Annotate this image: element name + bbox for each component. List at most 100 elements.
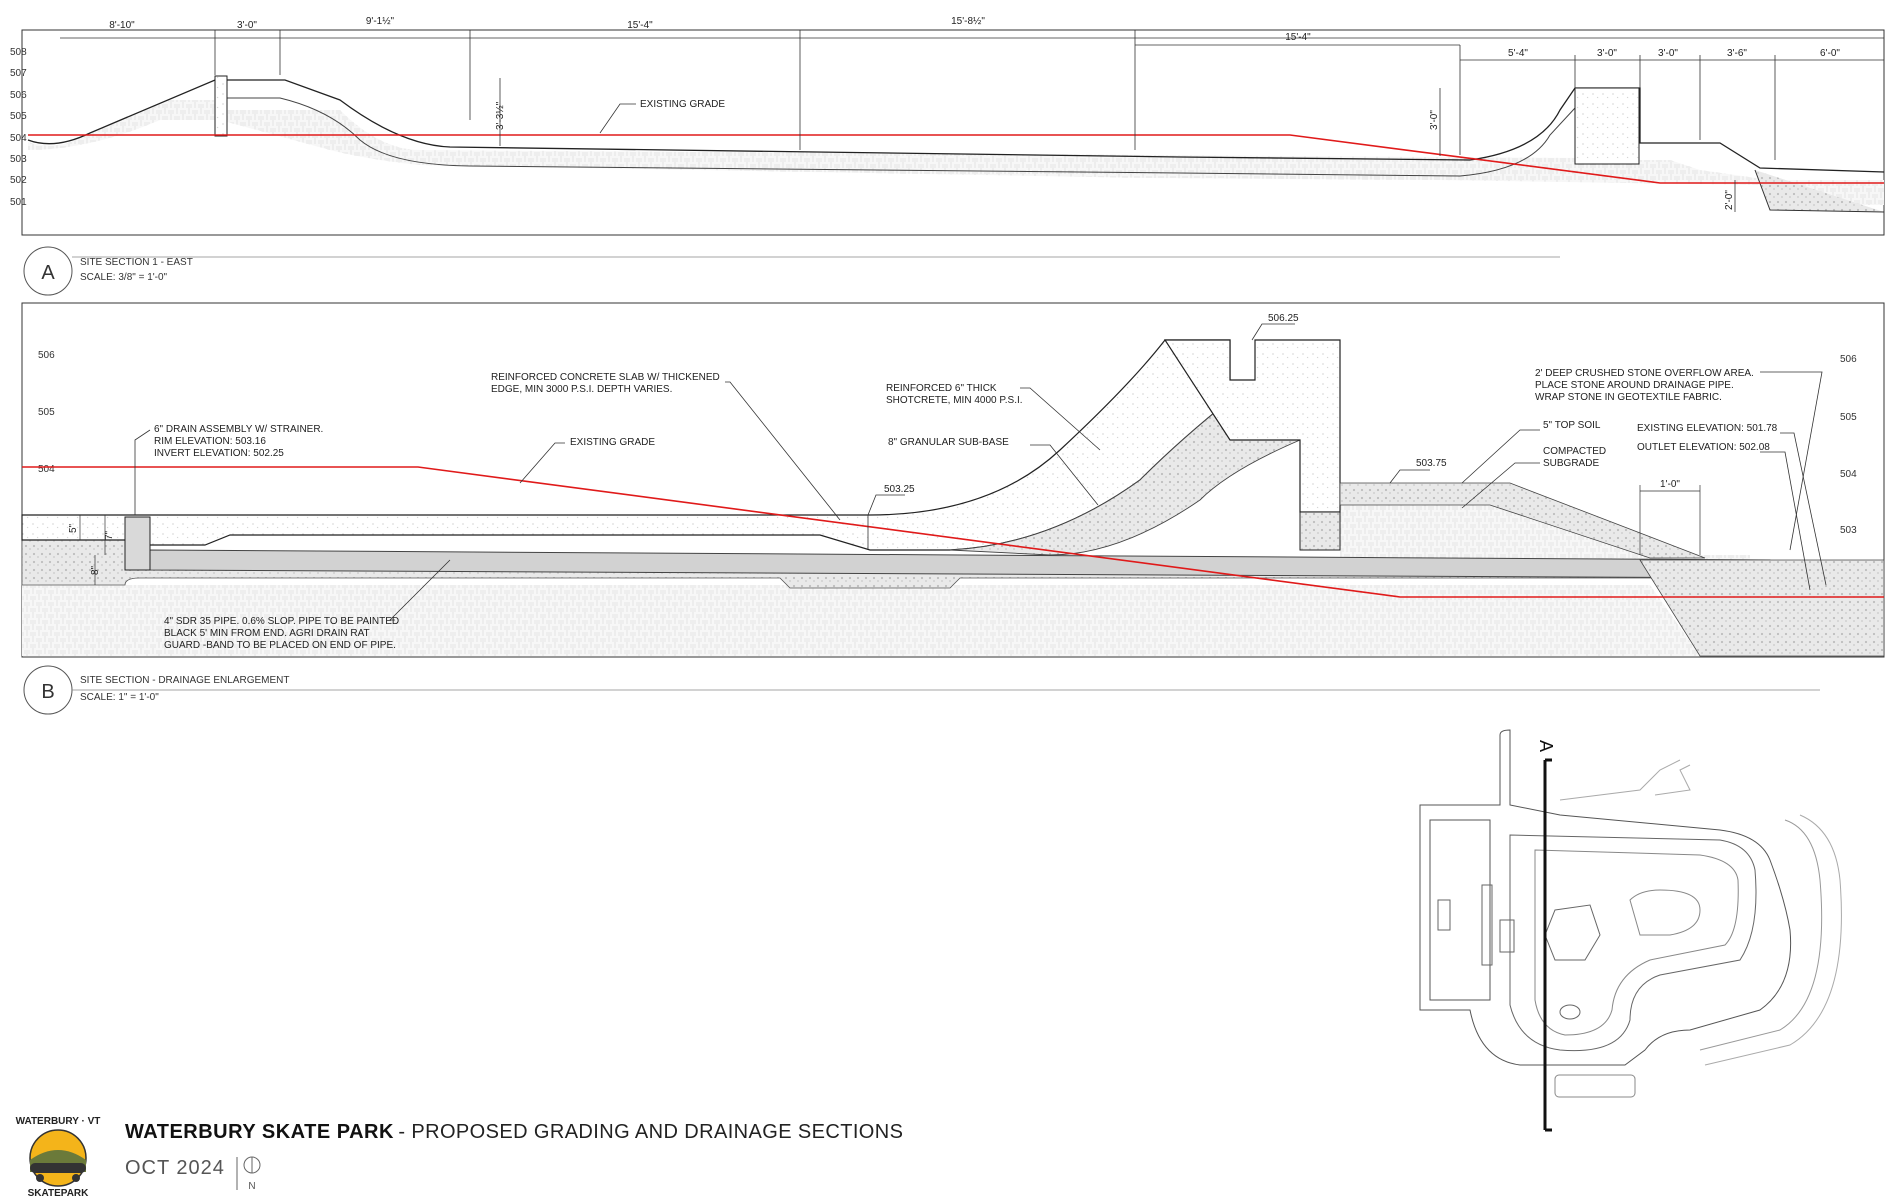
callout-drain-line1: 6" DRAIN ASSEMBLY W/ STRAINER. [154,424,323,435]
elev-label: 508 [10,47,27,58]
dim-label: 3'-0" [1658,48,1678,59]
section-b-small-dimensions [79,485,1701,585]
sheet-title: - PROPOSED GRADING AND DRAINAGE SECTIONS [398,1121,904,1143]
dim-label-vertical: 8" [90,565,101,575]
callout-drain-line3: INVERT ELEVATION: 502.25 [154,448,284,459]
callout-subgrade-line2: SUBGRADE [1543,458,1599,469]
elev-label: 502 [10,175,27,186]
section-a-proposed-surface [27,79,1885,173]
dim-label: 15'-4" [627,20,653,31]
dim-label: 1'-0" [1660,479,1680,490]
section-a-deck-block [1574,87,1640,165]
section-a-slab-bottom [215,97,1576,177]
section-a-elevation-labels: 508 507 506 505 504 503 502 501 [10,47,27,208]
skatepark-logo: WATERBURY · VT SKATEPARK [16,1116,101,1199]
section-b: 506 505 504 503 502 501 506 505 504 503 … [21,302,1885,658]
callout-existing-elevation: EXISTING ELEVATION: 501.78 [1637,423,1778,434]
elev-label: 505 [10,111,27,122]
section-b-existing-grade [22,466,1884,598]
section-a-existing-grade-callout: EXISTING GRADE [599,99,725,134]
section-a-dimension-labels: 8'-10" 3'-0" 9'-1½" 15'-4" 15'-8½" 15'-4… [109,16,1840,59]
callout-stone-line3: WRAP STONE IN GEOTEXTILE FABRIC. [1535,392,1722,403]
date-row: OCT 2024 [125,1157,225,1180]
callout-pipe-line2: BLACK 5' MIN FROM END. AGRI DRAIN RAT [164,628,370,639]
spot-elevation: 503.25 [884,484,915,495]
logo-text-top: WATERBURY · VT [16,1116,101,1127]
elev-label: 505 [1840,412,1857,423]
elev-label: 504 [38,464,55,475]
sheet-date: OCT 2024 [125,1157,225,1179]
elev-label: 504 [1840,469,1857,480]
dim-label: 15'-4" [1285,32,1311,43]
section-marker-letter: B [41,681,54,703]
dim-label: 3'-0" [1597,48,1617,59]
section-b-small-dimension-labels: 5" 7" 8" 1'-0" [68,479,1680,575]
dim-label-vertical: 2'-0" [1724,190,1735,210]
callout-shotcrete-line2: SHOTCRETE, MIN 4000 P.S.I. [886,395,1023,406]
callout-subbase: 8" GRANULAR SUB-BASE [888,437,1009,448]
section-a-marker: A SITE SECTION 1 - EAST SCALE: 3/8" = 1'… [23,246,1560,296]
elev-label: 506 [38,350,55,361]
callout-stone-line2: PLACE STONE AROUND DRAINAGE PIPE. [1535,380,1734,391]
callout-outlet-elevation: OUTLET ELEVATION: 502.08 [1637,442,1770,453]
section-marker-letter: A [41,262,55,284]
north-arrow-icon: N [236,1156,261,1192]
section-title: SITE SECTION 1 - EAST [80,257,193,268]
dim-label: 6'-0" [1820,48,1840,59]
section-a-existing-grade [28,134,1884,184]
section-scale: SCALE: 3/8" = 1'-0" [80,272,168,283]
section-b-coping-block [1299,511,1341,551]
key-plan-cut-label: A [1536,740,1556,752]
north-label: N [248,1181,255,1192]
elev-label: 504 [10,133,27,144]
section-b-top-soil [1339,482,1706,559]
dim-label: 9'-1½" [366,16,395,27]
key-plan: A [1419,729,1842,1132]
title-block: WATERBURY SKATE PARK - PROPOSED GRADING … [125,1121,903,1144]
key-plan-bowl [1509,834,1757,1052]
elev-label: 507 [10,68,27,79]
dim-label-vertical: 7" [104,530,115,540]
callout-slab-line1: REINFORCED CONCRETE SLAB W/ THICKENED [491,372,720,383]
dim-label: 3'-6" [1727,48,1747,59]
dim-label: 5'-4" [1508,48,1528,59]
section-b-marker: B SITE SECTION - DRAINAGE ENLARGEMENT SC… [23,665,1820,715]
dim-label: 15'-8½" [951,16,985,27]
spot-elevation: 506.25 [1268,313,1299,324]
elev-label: 501 [10,197,27,208]
section-a-subgrade [28,100,1884,205]
section-b-drain-assembly [124,516,151,571]
section-scale: SCALE: 1" = 1'-0" [80,692,159,703]
section-a-dimension-chain [60,30,1884,160]
section-a-coping-block [214,75,228,137]
section-b-spot-elevations: 506.25 503.25 503.75 [867,313,1447,549]
callout-shotcrete-line1: REINFORCED 6" THICK [886,383,997,394]
section-b-deck-top [1163,339,1341,513]
section-b-crushed-stone [1639,559,1885,657]
section-a: 508 507 506 505 504 503 502 501 [10,16,1885,236]
spot-elevation: 503.75 [1416,458,1447,469]
callout-slab-line2: EDGE, MIN 3000 P.S.I. DEPTH VARIES. [491,384,672,395]
callout-pipe-line3: GUARD -BAND TO BE PLACED ON END OF PIPE. [164,640,396,651]
dim-label: 8'-10" [109,20,135,31]
logo-text-bottom: SKATEPARK [28,1188,90,1199]
key-plan-outer-wall [1419,729,1792,1066]
project-name: WATERBURY SKATE PARK [125,1121,394,1143]
section-title: SITE SECTION - DRAINAGE ENLARGEMENT [80,675,289,686]
section-b-frame [21,302,1885,658]
key-plan-obstacle [1544,904,1601,961]
section-b-callouts: REINFORCED CONCRETE SLAB W/ THICKENED ED… [154,368,1778,651]
callout-stone-line1: 2' DEEP CRUSHED STONE OVERFLOW AREA. [1535,368,1754,379]
elev-label: 506 [1840,354,1857,365]
dim-label-vertical: 3'-0" [1429,110,1440,130]
section-b-leaders [134,371,1827,621]
dim-label: 3'-0" [237,20,257,31]
callout-pipe-line1: 4" SDR 35 PIPE. 0.6% SLOP. PIPE TO BE PA… [164,616,399,627]
callout-topsoil: 5" TOP SOIL [1543,420,1601,431]
callout-text: EXISTING GRADE [640,99,725,110]
dim-label-vertical: 5" [68,523,79,533]
elev-label: 505 [38,407,55,418]
dim-label-vertical: 3'-3½" [495,101,506,130]
callout-subgrade-line1: COMPACTED [1543,446,1606,457]
